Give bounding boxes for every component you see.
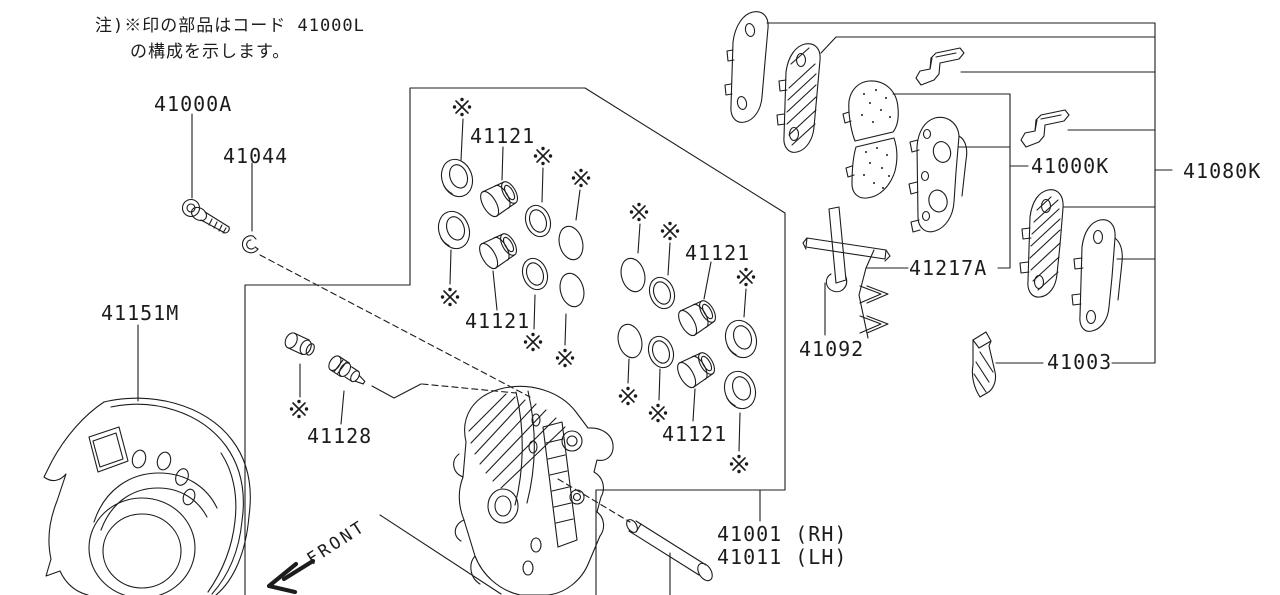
splash-shield-drawing — [43, 397, 251, 595]
note-line-1: 注)※印の部品はコード 41000L — [95, 16, 365, 36]
reference-mark-icon — [288, 398, 310, 420]
part-label-41000k[interactable]: 41000K — [1031, 154, 1110, 178]
pad-retainer-clip-drawing — [915, 47, 965, 86]
part-label-41001-rh[interactable]: 41001 (RH) — [717, 522, 848, 546]
pad-kit-collector-lines — [892, 93, 1029, 269]
bleeder-cap-drawing — [284, 332, 315, 356]
part-label-41217a[interactable]: 41217A — [909, 256, 988, 280]
piston-drawing — [475, 228, 522, 272]
reference-mark-icon — [439, 286, 461, 308]
piston-boot-drawing — [554, 223, 588, 263]
mount-bolt-drawing — [181, 198, 230, 234]
piston-seal-drawing — [644, 273, 680, 313]
part-label-41121-lower-left[interactable]: 41121 — [465, 309, 531, 333]
inner-shim-plate-drawing — [1071, 219, 1123, 332]
reference-mark-icon — [522, 331, 544, 353]
hardware-kit-collector-lines — [766, 22, 1173, 364]
grease-packet-drawing — [971, 331, 997, 398]
seal-kit-boundary-box — [244, 87, 786, 595]
reference-mark-icon — [735, 266, 757, 288]
part-label-41121-lower-right[interactable]: 41121 — [662, 422, 728, 446]
pad-retainer-clip-drawing — [1020, 109, 1070, 148]
assembly-axis-lines — [259, 254, 631, 523]
part-label-41011-lh[interactable]: 41011 (LH) — [717, 545, 848, 569]
guide-pin-drawing — [626, 519, 713, 582]
dust-ring-drawing — [718, 366, 762, 414]
piston-seal-drawing — [520, 201, 556, 241]
piston-drawing — [674, 295, 721, 339]
hatched-shim-drawing — [776, 43, 821, 153]
part-label-41121-upper-left[interactable]: 41121 — [470, 124, 536, 148]
reference-mark-icon — [554, 347, 576, 369]
pad-return-clip-drawing — [859, 285, 889, 334]
part-label-41000a[interactable]: 41000A — [154, 92, 233, 116]
part-label-41092[interactable]: 41092 — [799, 337, 865, 361]
reference-mark-icon — [728, 453, 750, 475]
washer-drawing — [241, 235, 259, 254]
outer-shim-plate-drawing — [724, 11, 769, 123]
dust-ring-drawing — [435, 154, 479, 202]
hatched-shim-drawing — [1019, 189, 1064, 298]
piston-seal-drawing — [643, 332, 679, 372]
leader-lines — [137, 113, 909, 595]
piston-boot-drawing — [555, 270, 589, 310]
bleeder-screw-drawing — [328, 355, 366, 385]
piston-drawing — [673, 347, 720, 391]
piston-seal-drawing — [517, 254, 553, 294]
pad-spring-drawing — [802, 206, 891, 293]
reference-mark-icon — [659, 221, 681, 241]
part-label-41128[interactable]: 41128 — [307, 424, 373, 448]
dust-ring-drawing — [719, 315, 763, 363]
reference-mark-icon — [451, 97, 473, 118]
part-label-41080k[interactable]: 41080K — [1183, 159, 1262, 183]
reference-mark-icon — [647, 402, 669, 424]
pad-backing-plate-drawing — [908, 116, 968, 233]
part-label-41121-upper-right[interactable]: 41121 — [685, 241, 751, 265]
part-label-41151m[interactable]: 41151M — [101, 301, 180, 325]
misc-lines — [371, 383, 502, 595]
front-direction-arrow — [266, 558, 316, 595]
piston-boot-drawing — [613, 321, 647, 361]
reference-mark-icon — [617, 385, 639, 407]
brake-pad-drawing — [842, 80, 899, 199]
piston-drawing — [476, 176, 523, 220]
piston-boot-drawing — [616, 255, 650, 295]
part-label-41044[interactable]: 41044 — [223, 144, 289, 168]
reference-mark-icon — [628, 202, 650, 222]
part-label-41003[interactable]: 41003 — [1047, 350, 1113, 374]
reference-mark-icon — [532, 146, 554, 166]
reference-mark-icon — [570, 168, 592, 188]
note-line-2: の構成を示します。 — [130, 42, 291, 62]
dust-ring-drawing — [432, 206, 476, 254]
caliper-body-drawing — [453, 385, 614, 595]
